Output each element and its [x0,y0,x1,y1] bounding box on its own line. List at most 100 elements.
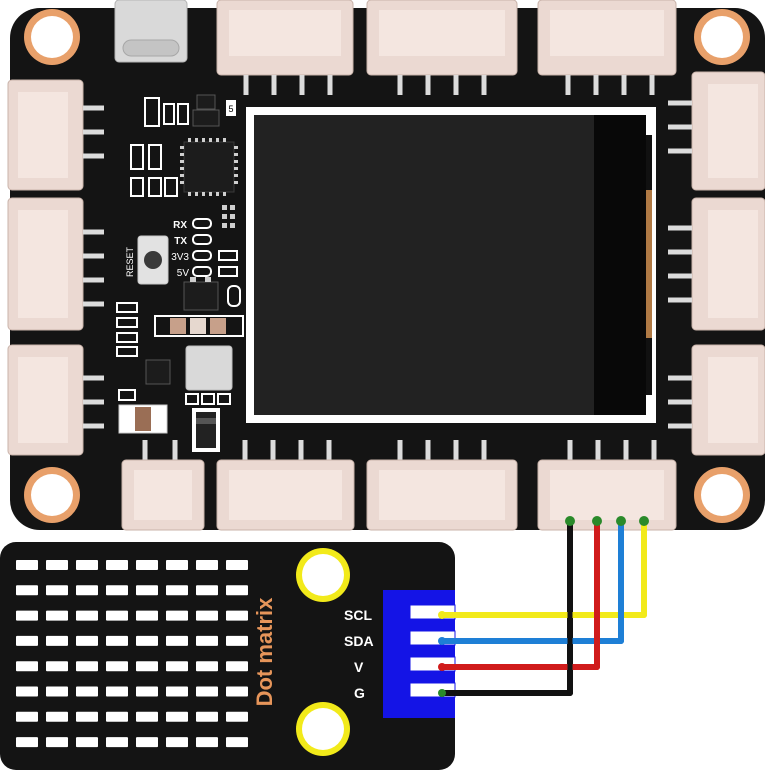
wires [438,516,649,697]
led-dot [226,635,248,646]
led-dot [166,686,188,697]
led-dot [106,686,128,697]
diode [192,408,220,452]
connector-top-1 [216,0,354,95]
led-dot [76,635,98,646]
pin-label-v: V [354,659,364,675]
led-dot [196,737,218,748]
connector-bottom-2 [216,440,355,531]
mcu-chip [180,138,238,196]
pin-label-g: G [354,685,365,701]
led-dot [76,686,98,697]
reg-mark: 5 [228,104,233,114]
led-dot [226,686,248,697]
led-dot [16,737,38,748]
reset-label: RESET [125,246,135,277]
led-dot [46,711,68,722]
led-dot [76,711,98,722]
led-dot [76,610,98,621]
led-dot [136,610,158,621]
led-dot [136,585,158,596]
led-dot [136,560,158,570]
led-dot [46,560,68,570]
led-dot [226,560,248,570]
ldo-chip [183,277,219,311]
led-dot [166,610,188,621]
connector-bottom-4 [537,440,677,531]
led-dot [196,711,218,722]
led-dot [76,661,98,672]
led-dot [46,610,68,621]
reset-button[interactable] [137,235,169,285]
led-dot [76,585,98,596]
led-dot [136,661,158,672]
connector-right-2 [668,197,765,331]
capacitor-tan [118,404,168,434]
led-dot [46,635,68,646]
wire-v [442,521,600,670]
led-dot [166,661,188,672]
led-dot [196,635,218,646]
led-dot [166,737,188,748]
pin-label-sda: SDA [344,633,374,649]
tx-label: TX [174,236,187,247]
rx-label: RX [173,220,187,231]
led-dot [166,635,188,646]
connector-right-1 [668,71,765,191]
led-dot [226,737,248,748]
led-dot [16,711,38,722]
led-dot [196,610,218,621]
led-dot [136,635,158,646]
led-dot [106,560,128,570]
module-connector [383,590,456,718]
connector-top-3 [537,0,677,95]
module-hole-top [296,548,350,602]
5v-label: 5V [177,268,190,279]
led-dot [136,686,158,697]
led-dot [106,610,128,621]
dot-matrix-module: Dot matrix SCL SDA V G [0,542,456,770]
main-board: 5 RESET [7,0,765,531]
led-dot [76,737,98,748]
led-dot [106,585,128,596]
connector-bottom-1 [121,440,205,531]
led-dot [16,661,38,672]
led-dot [46,661,68,672]
led-dot [226,711,248,722]
connector-left-3 [7,344,104,456]
led-grid [16,560,248,748]
wire-end-dots [438,516,649,697]
small-chip-array [222,205,235,228]
led-dot [136,737,158,748]
module-hole-bottom [296,702,350,756]
connector-bottom-3 [366,440,518,531]
led-dot [226,661,248,672]
led-dot [76,560,98,570]
led-dot [196,560,218,570]
connector-top-2 [366,0,518,95]
led-dot [16,585,38,596]
mount-hole-top-right [694,9,750,65]
wire-scl [442,521,647,618]
led-dot [196,585,218,596]
connector-left-2 [7,197,104,331]
led-dot [106,737,128,748]
led-dot [46,585,68,596]
module-title: Dot matrix [252,597,277,707]
led-dot [46,686,68,697]
regulator-chip: 5 [192,94,236,127]
led-dot [16,610,38,621]
led-dot [226,610,248,621]
led-dot [166,711,188,722]
led-dot [136,711,158,722]
resistor-array [154,315,244,337]
led-dot [196,686,218,697]
3v3-label: 3V3 [171,252,189,263]
led-dot [16,560,38,570]
led-dot [16,686,38,697]
smd-components [116,97,241,405]
led-dot [166,585,188,596]
mount-hole-top-left [24,9,80,65]
sot-chip [145,359,171,385]
